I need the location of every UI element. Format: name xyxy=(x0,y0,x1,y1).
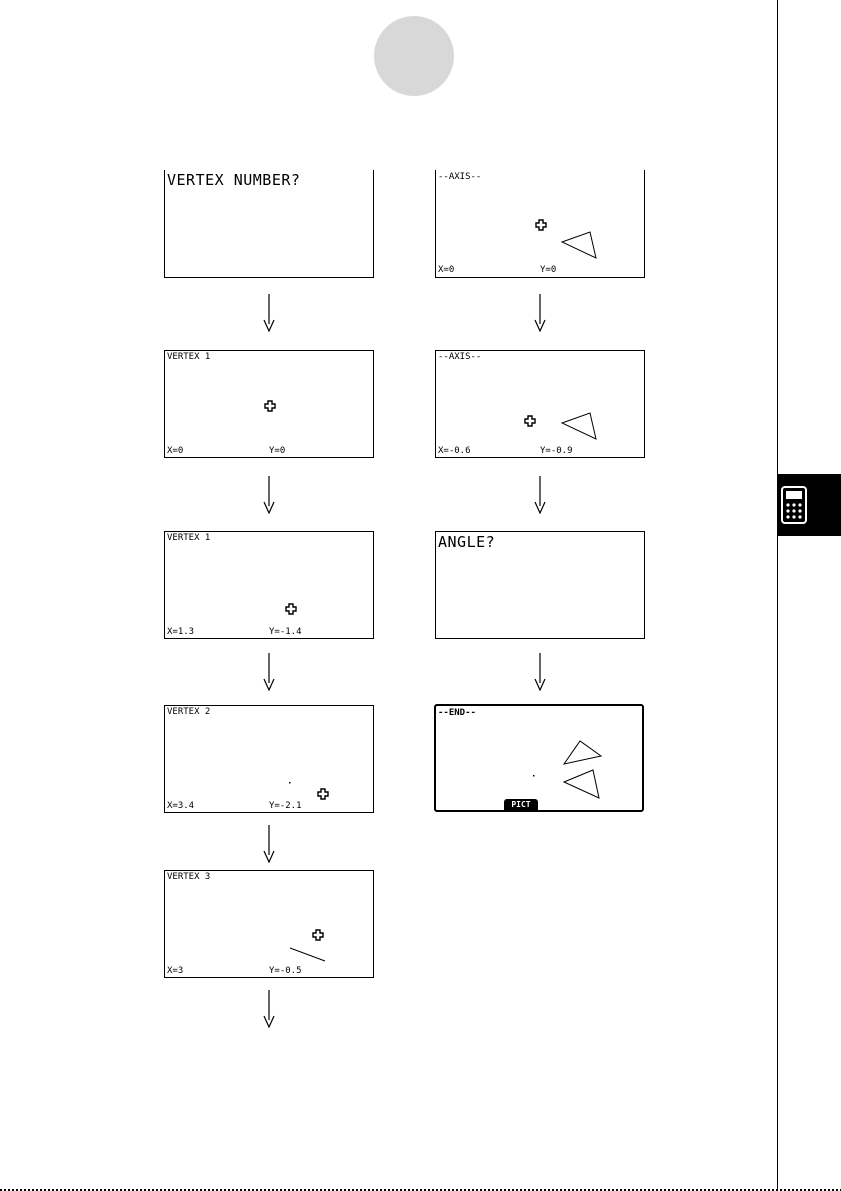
cursor-icon xyxy=(313,930,323,940)
x-readout: X=1.3 xyxy=(167,628,194,637)
pict-menu-key: PICT xyxy=(504,799,538,810)
cursor-icon xyxy=(318,789,328,799)
flow-arrow xyxy=(263,653,275,691)
screen-title: ANGLE? xyxy=(438,535,495,550)
calculator-icon xyxy=(778,474,841,536)
cursor-icon xyxy=(525,416,535,426)
cursor-icon xyxy=(536,220,546,230)
cursor-icon xyxy=(265,401,275,411)
margin-rule xyxy=(777,0,778,1191)
x-readout: X=-0.6 xyxy=(438,447,471,456)
x-readout: X=0 xyxy=(167,447,183,456)
triangle xyxy=(562,232,596,258)
screen-vertex-number: VERTEX NUMBER? xyxy=(164,170,374,278)
flow-arrow xyxy=(534,294,546,332)
y-readout: Y=-1.4 xyxy=(269,628,302,637)
y-readout: Y=-0.9 xyxy=(540,447,573,456)
y-readout: Y=-2.1 xyxy=(269,802,302,811)
plotted-point xyxy=(289,782,291,784)
flow-arrow xyxy=(534,653,546,691)
x-readout: X=3 xyxy=(167,967,183,976)
chapter-tab xyxy=(778,474,841,536)
screen-axis-2: --AXIS-- X=-0.6 Y=-0.9 xyxy=(435,350,645,458)
triangle-edge xyxy=(290,948,325,961)
screen-axis-1: --AXIS-- X=0 Y=0 xyxy=(435,170,645,278)
cursor-icon xyxy=(286,604,296,614)
rotated-triangle xyxy=(564,741,601,764)
flow-arrow xyxy=(263,825,275,863)
x-readout: X=3.4 xyxy=(167,802,194,811)
triangle xyxy=(562,413,596,439)
screen-angle: ANGLE? xyxy=(435,531,645,639)
flow-arrow xyxy=(263,294,275,332)
screen-vertex-3: VERTEX 3 X=3 Y=-0.5 xyxy=(164,870,374,978)
y-readout: Y=0 xyxy=(540,266,556,275)
original-triangle xyxy=(564,770,599,798)
flow-arrow xyxy=(534,476,546,514)
page-number-circle xyxy=(374,16,454,96)
screen-vertex-1-moved: VERTEX 1 X=1.3 Y=-1.4 xyxy=(164,531,374,639)
screen-vertex-2: VERTEX 2 X=3.4 Y=-2.1 xyxy=(164,705,374,813)
screen-vertex-1-initial: VERTEX 1 X=0 Y=0 xyxy=(164,350,374,458)
flow-arrow xyxy=(263,990,275,1028)
rotation-center-point xyxy=(533,775,535,777)
screen-title: VERTEX NUMBER? xyxy=(167,173,300,188)
y-readout: Y=-0.5 xyxy=(269,967,302,976)
x-readout: X=0 xyxy=(438,266,454,275)
y-readout: Y=0 xyxy=(269,447,285,456)
flow-arrow xyxy=(263,476,275,514)
screen-end: --END-- PICT xyxy=(434,704,644,812)
